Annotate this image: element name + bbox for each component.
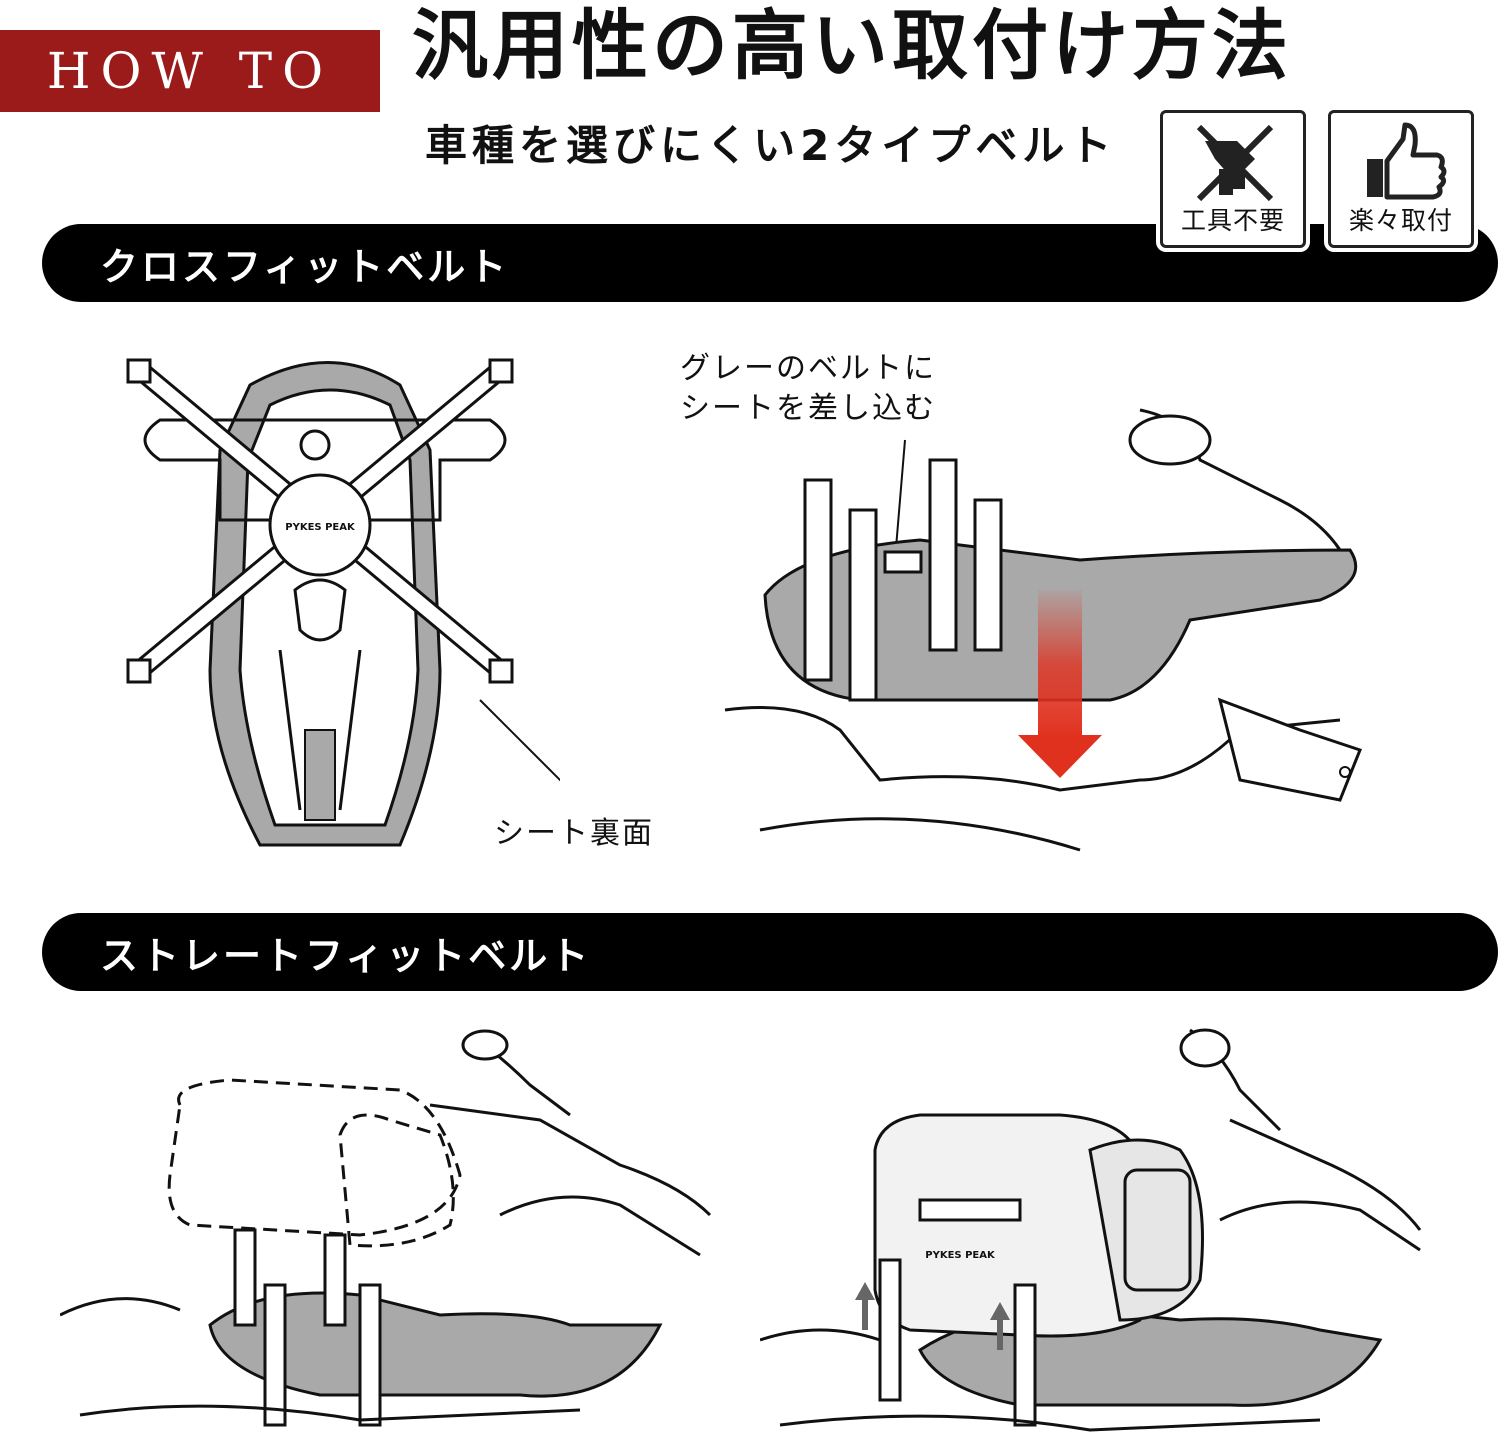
- brand-mark-straight: PYKES PEAK: [925, 1250, 996, 1261]
- badge-no-tools: 工具不要: [1160, 110, 1306, 248]
- buckle-bottom-right: [488, 658, 514, 684]
- page-subtitle: 車種を選びにくい2タイプベルト: [425, 121, 1117, 170]
- straight-belt-attached-bag-illustration: PYKES PEAK: [760, 1028, 1422, 1432]
- page-title: 汎用性の高い取付け方法: [412, 1, 1292, 90]
- badge-easy-install: 楽々取付: [1328, 110, 1474, 248]
- section-label-straight-fit: ストレートフィットベルト: [100, 933, 592, 978]
- badge-label-easy-install: 楽々取付: [1348, 206, 1453, 235]
- thumbs-up-icon: [1367, 122, 1447, 200]
- insert-arrow-head: [1018, 735, 1102, 778]
- callout-seat-back: シート裏面: [494, 816, 654, 851]
- pull-up-arrow-left: [855, 1282, 875, 1330]
- gray-belt-buckle: [883, 550, 923, 574]
- callout-gray-belt-line2: シートを差し込む: [680, 391, 936, 426]
- callout-gray-belt-line1: グレーのベルトに: [680, 351, 936, 386]
- pull-up-arrow-right: [990, 1302, 1010, 1350]
- how-to-label: HOW TO: [0, 30, 380, 112]
- insert-arrow-shaft: [1038, 590, 1082, 740]
- buckle-top-right: [488, 358, 514, 384]
- buckle-bottom-left: [126, 658, 152, 684]
- section-label-cross-fit: クロスフィットベルト: [100, 244, 510, 289]
- no-tools-icon: [1196, 124, 1274, 202]
- badge-label-no-tools: 工具不要: [1180, 206, 1285, 235]
- brand-mark-cross: PYKES PEAK: [285, 522, 356, 533]
- section-header-straight-fit: ストレートフィットベルト: [42, 913, 1498, 991]
- seat-underside-illustration: PYKES PEAK: [126, 358, 560, 847]
- buckle-top-left: [126, 358, 152, 384]
- straight-belt-position-illustration: [60, 1029, 712, 1427]
- seat-insertion-illustration: [724, 408, 1362, 852]
